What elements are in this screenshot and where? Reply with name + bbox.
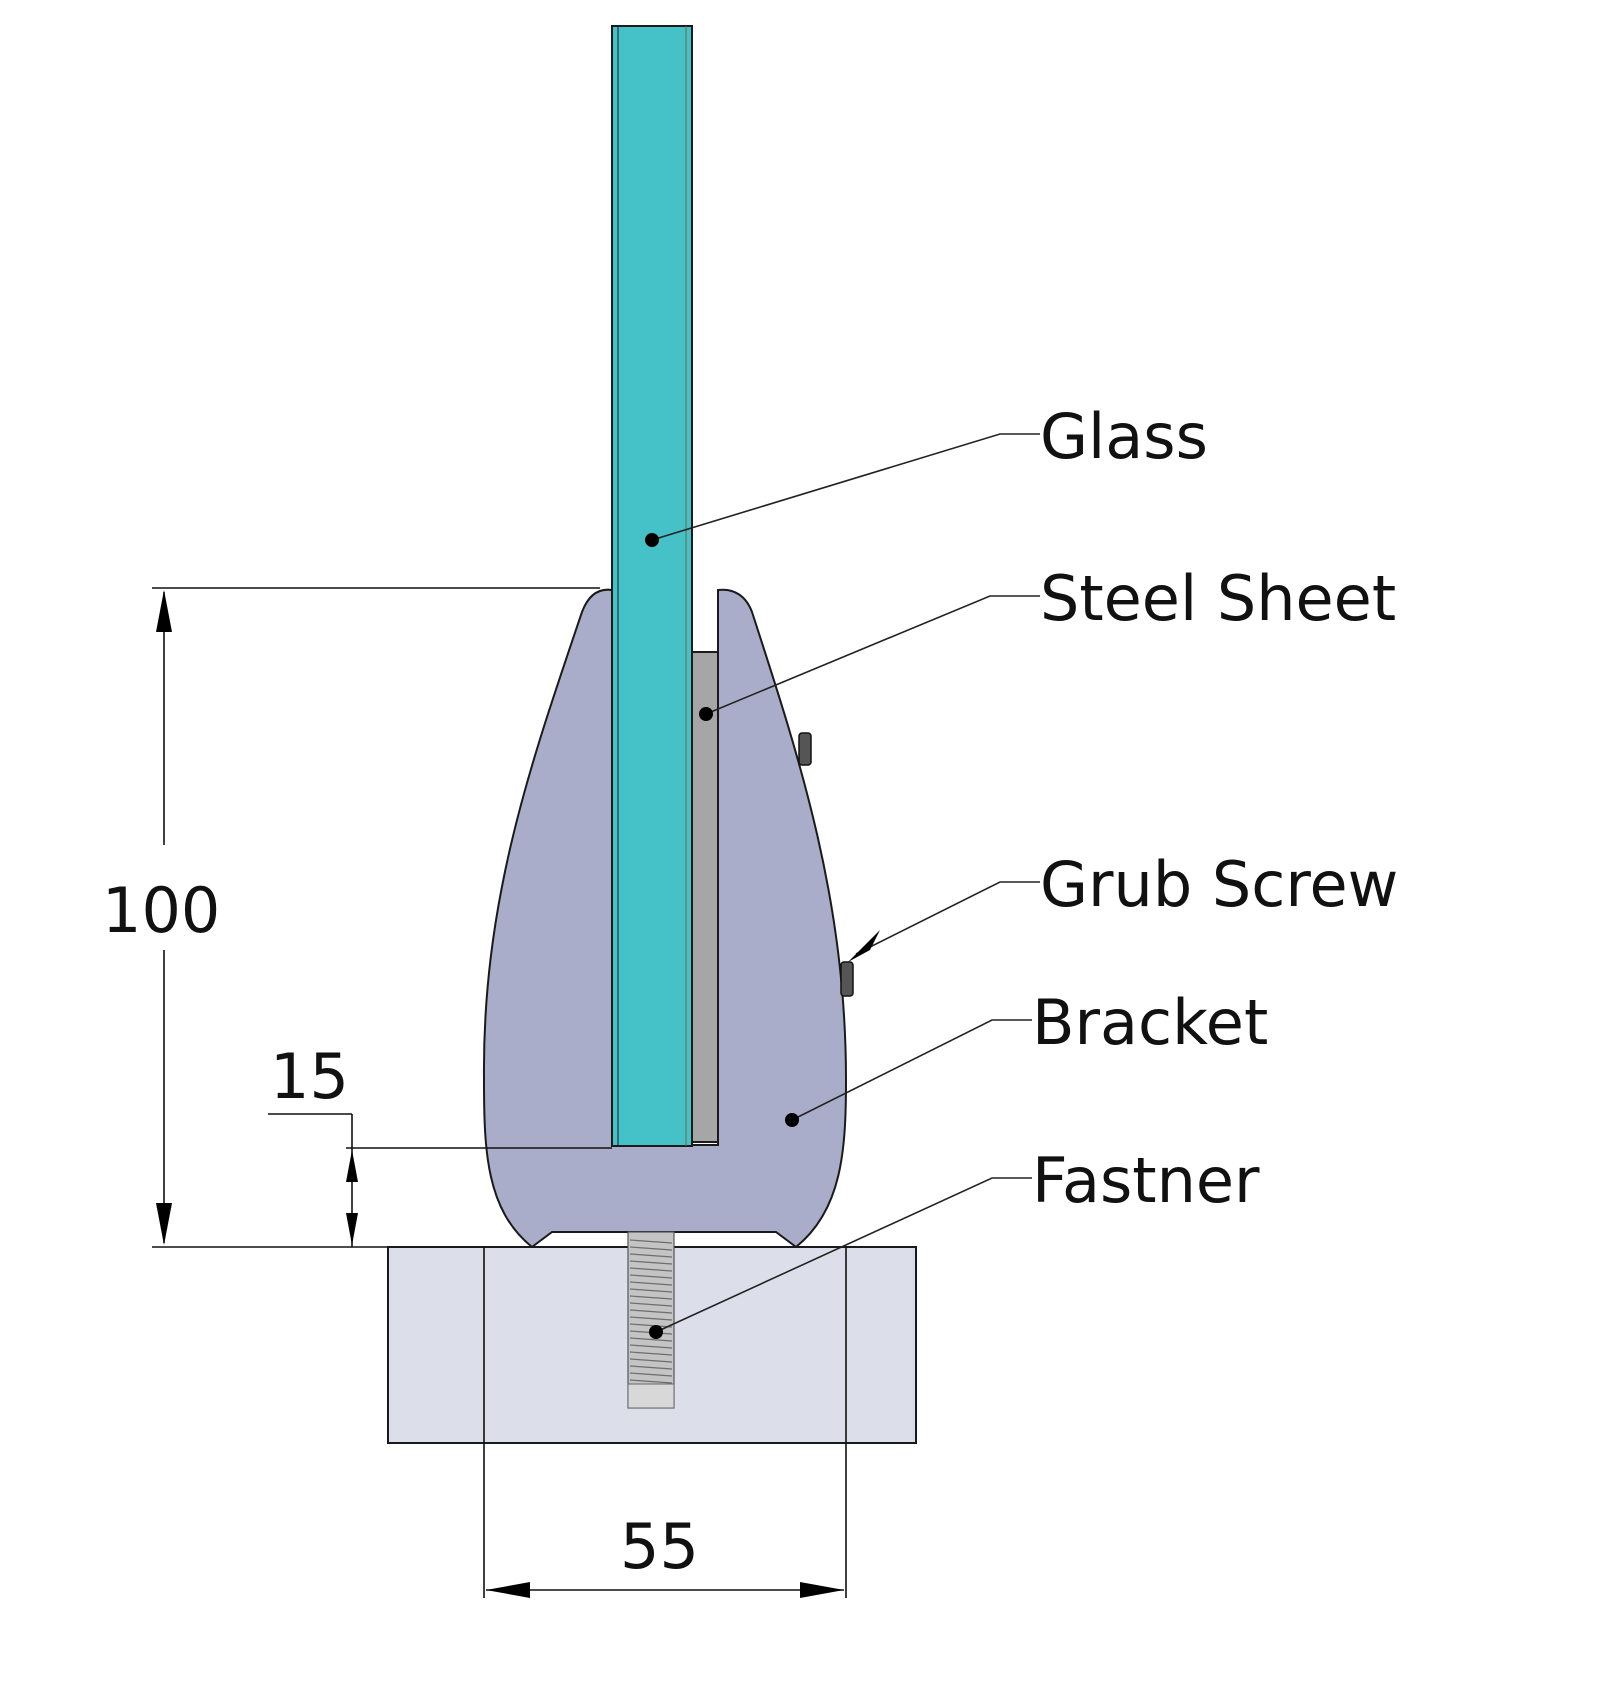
steel-sheet-label: Steel Sheet	[1040, 562, 1396, 635]
fastner-label: Fastner	[1032, 1144, 1260, 1217]
fastner-thread-line	[629, 1260, 673, 1265]
steel-sheet-callout-dot	[699, 707, 713, 721]
bracket-callout-dot	[785, 1113, 799, 1127]
fastner-thread-line	[629, 1281, 673, 1286]
fastner-thread-line	[629, 1316, 673, 1321]
fastner-thread-line	[629, 1379, 673, 1384]
bracket-label: Bracket	[1032, 986, 1268, 1059]
dimension-base-thickness	[268, 1113, 612, 1247]
fastner-threads	[629, 1239, 673, 1384]
glass-label: Glass	[1040, 400, 1208, 473]
fastner-thread-line	[629, 1274, 673, 1279]
fastner-thread-line	[629, 1302, 673, 1307]
fastner-thread-line	[629, 1309, 673, 1314]
glass-panel	[611, 25, 693, 1147]
fastner-thread-line	[629, 1344, 673, 1349]
fastner-thread-line	[629, 1365, 673, 1370]
fastner-thread-line	[629, 1295, 673, 1300]
callout-leaders	[645, 433, 1040, 1339]
grub-screw-label: Grub Screw	[1040, 848, 1398, 921]
dimension-width	[483, 1247, 847, 1598]
fastner-thread-line	[629, 1337, 673, 1342]
fastner-tip	[627, 1383, 675, 1409]
dimension-base-thickness-label: 15	[270, 1040, 349, 1113]
dimension-width-label: 55	[620, 1510, 699, 1583]
fastner-thread-line	[629, 1246, 673, 1251]
fastner-callout-dot	[649, 1325, 663, 1339]
fastner-thread-line	[629, 1351, 673, 1356]
fastner-thread-line	[629, 1239, 673, 1244]
grub-screw-head	[840, 961, 854, 997]
steel-sheet	[691, 651, 719, 1143]
fastner-thread-line	[629, 1358, 673, 1363]
fastner-thread-line	[629, 1267, 673, 1272]
grub-screw-head-upper	[798, 732, 812, 766]
dimension-height	[152, 587, 600, 1248]
fastner-thread-line	[629, 1253, 673, 1258]
fastner-thread-line	[629, 1323, 673, 1328]
fastner-thread-line	[629, 1288, 673, 1293]
grub-screw-arrowhead	[848, 930, 880, 962]
dimension-height-label: 100	[102, 874, 220, 947]
fastner-thread-line	[629, 1372, 673, 1377]
glass-callout-dot	[645, 533, 659, 547]
